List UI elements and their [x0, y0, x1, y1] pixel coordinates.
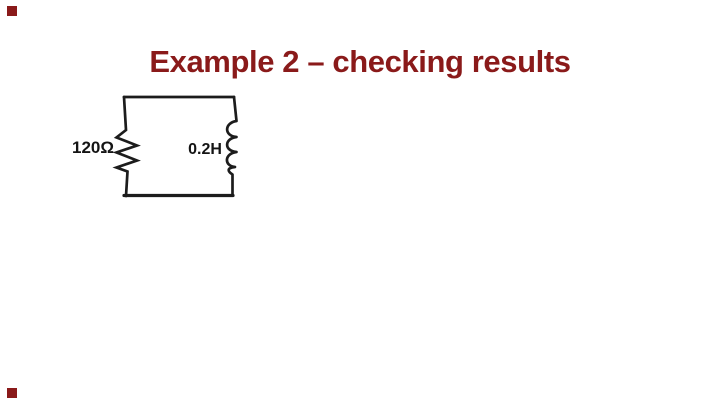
inductor-value-label: 0.2H [188, 141, 222, 158]
corner-marker-top-left [7, 6, 17, 16]
resistor-symbol [112, 95, 141, 198]
corner-marker-bottom-left [7, 388, 17, 398]
slide-title: Example 2 – checking results [149, 43, 571, 79]
inductor-symbol [225, 95, 238, 197]
resistor-value-label: 120Ω [72, 138, 114, 157]
